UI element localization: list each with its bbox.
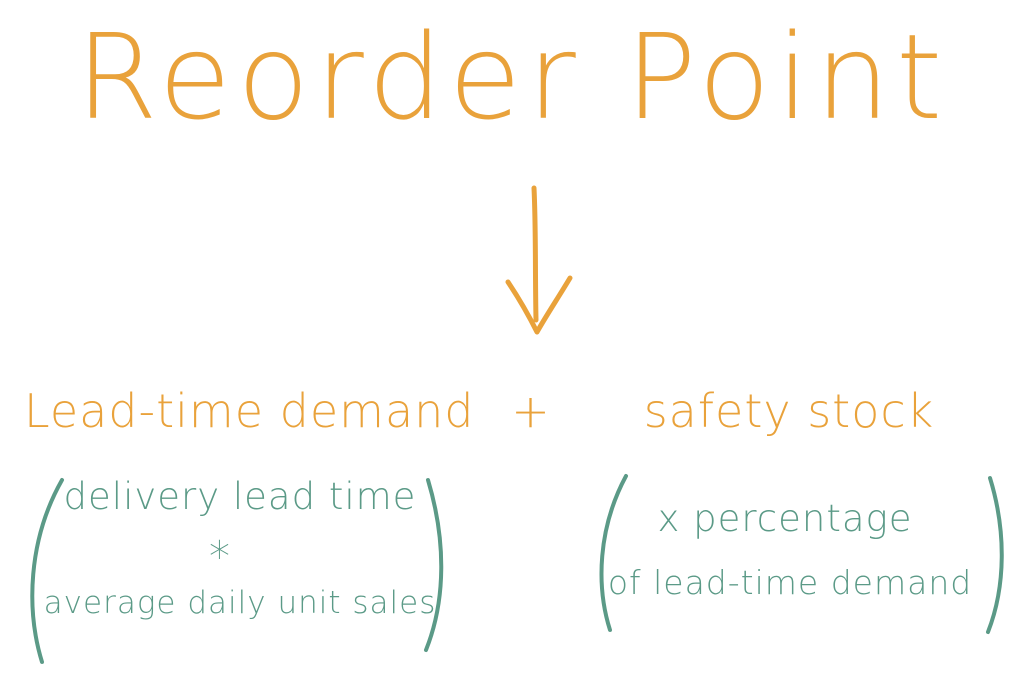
average-daily-unit-sales-text: average daily unit sales (43, 585, 437, 621)
diagram-title: Reorder Point (75, 8, 949, 146)
plus-operator: + (511, 384, 551, 438)
delivery-lead-time-text: delivery lead time (63, 475, 417, 518)
safety-stock-label: safety stock (643, 384, 935, 438)
x-percentage-text: x percentage (657, 497, 913, 540)
right-paren-right (986, 476, 1004, 634)
arrow-down-icon (505, 185, 573, 335)
multiply-operator: * (209, 532, 231, 581)
of-lead-time-demand-text: of lead-time demand (607, 563, 973, 602)
lead-time-demand-label: Lead-time demand (24, 384, 475, 438)
